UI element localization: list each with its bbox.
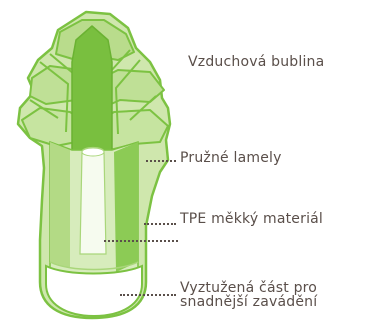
stem-shadow-right xyxy=(114,142,138,272)
air-bubble-core xyxy=(72,26,112,158)
leader-tpe-material xyxy=(144,223,176,225)
label-tpe-material: TPE měkký materiál xyxy=(180,211,323,227)
label-reinforced-line1: Vyztužená část pro xyxy=(180,281,317,295)
label-air-bubble: Vzduchová bublina xyxy=(188,54,324,70)
label-reinforced-part: Vyztužená část pro snadnější zavádění xyxy=(180,281,317,309)
channel-opening xyxy=(82,148,104,156)
label-flexible-lamellae: Pružné lamely xyxy=(180,150,282,166)
stem-shadow-left xyxy=(50,142,70,268)
leader-reinforced-part xyxy=(120,294,176,296)
leader-tpe-material-inner xyxy=(104,240,178,242)
reinforced-tip xyxy=(46,266,142,316)
leader-flexible-lamellae xyxy=(146,160,176,162)
label-reinforced-line2: snadnější zavádění xyxy=(180,295,317,309)
inner-channel xyxy=(80,148,106,255)
